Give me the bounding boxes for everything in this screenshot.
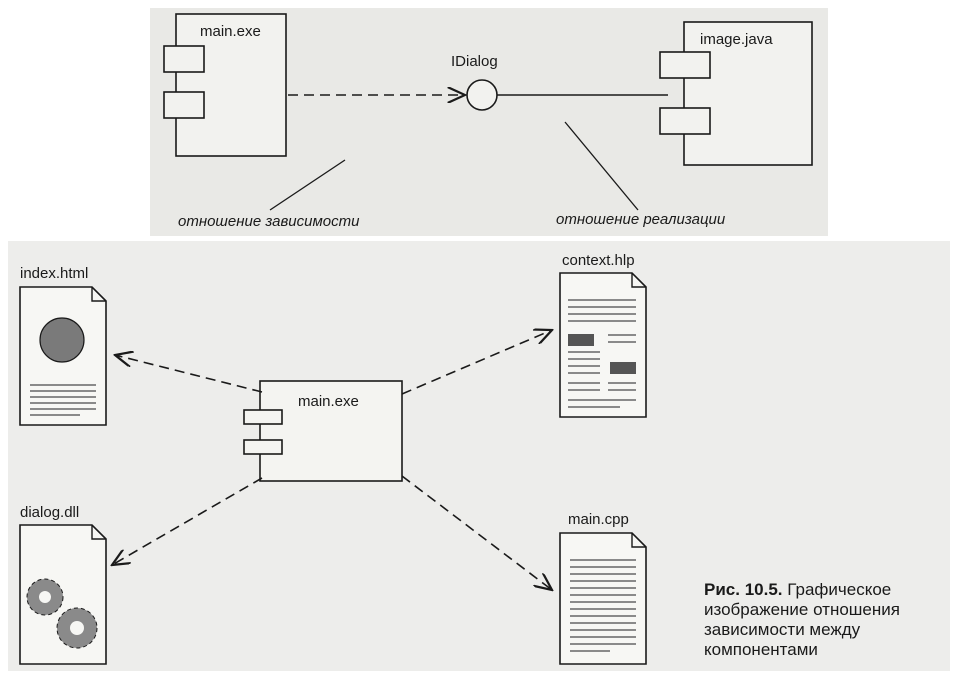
component-label-main-exe-top: main.exe xyxy=(200,23,261,40)
document-label-context-hlp: context.hlp xyxy=(562,252,635,269)
interface-label: IDialog xyxy=(451,53,498,70)
component-port-lower xyxy=(243,439,283,455)
component-main-exe-top: main.exe xyxy=(163,13,287,157)
figure-caption: Рис. 10.5. Графическое изображение отнош… xyxy=(704,580,954,660)
figure-number: Рис. 10.5. xyxy=(704,580,783,599)
text-lines-icon xyxy=(30,384,96,416)
text-block-icon xyxy=(568,334,594,346)
dependency-arrow-context-hlp xyxy=(401,330,552,395)
component-label-main-exe-center: main.exe xyxy=(298,393,359,410)
dependency-arrow-main-cpp xyxy=(401,475,552,590)
document-label-main-cpp: main.cpp xyxy=(568,511,629,528)
component-port-upper xyxy=(163,45,205,73)
component-image-java: image.java xyxy=(659,21,813,166)
component-port-lower xyxy=(659,107,711,135)
component-main-exe-center: main.exe xyxy=(243,380,403,482)
document-context-hlp: context.hlp xyxy=(559,252,647,418)
realization-label: отношение реализации xyxy=(556,211,726,228)
document-dialog-dll: dialog.dll xyxy=(19,504,107,665)
dependency-label: отношение зависимости xyxy=(178,213,360,230)
component-port-lower xyxy=(163,91,205,119)
dependency-arrow-index-html xyxy=(115,355,263,393)
bottom-diagram-panel xyxy=(8,241,950,671)
document-index-html: index.html xyxy=(19,265,107,426)
dependency-arrow-dialog-dll xyxy=(112,477,263,565)
globe-icon xyxy=(39,317,85,363)
component-label-image-java: image.java xyxy=(700,31,773,48)
document-main-cpp: main.cpp xyxy=(559,511,647,665)
text-lines-icon xyxy=(568,299,636,408)
component-port-upper xyxy=(659,51,711,79)
realization-label-pointer xyxy=(564,121,639,211)
text-block-icon xyxy=(610,362,636,374)
document-label-index-html: index.html xyxy=(20,265,88,282)
figure-caption-text: Графическое изображение отношения зависи… xyxy=(704,580,900,659)
gear-icon xyxy=(26,578,98,649)
interface-circle xyxy=(466,79,498,111)
document-label-dialog-dll: dialog.dll xyxy=(20,504,79,521)
text-lines-icon xyxy=(570,559,636,652)
component-port-upper xyxy=(243,409,283,425)
dependency-label-pointer xyxy=(269,159,346,211)
